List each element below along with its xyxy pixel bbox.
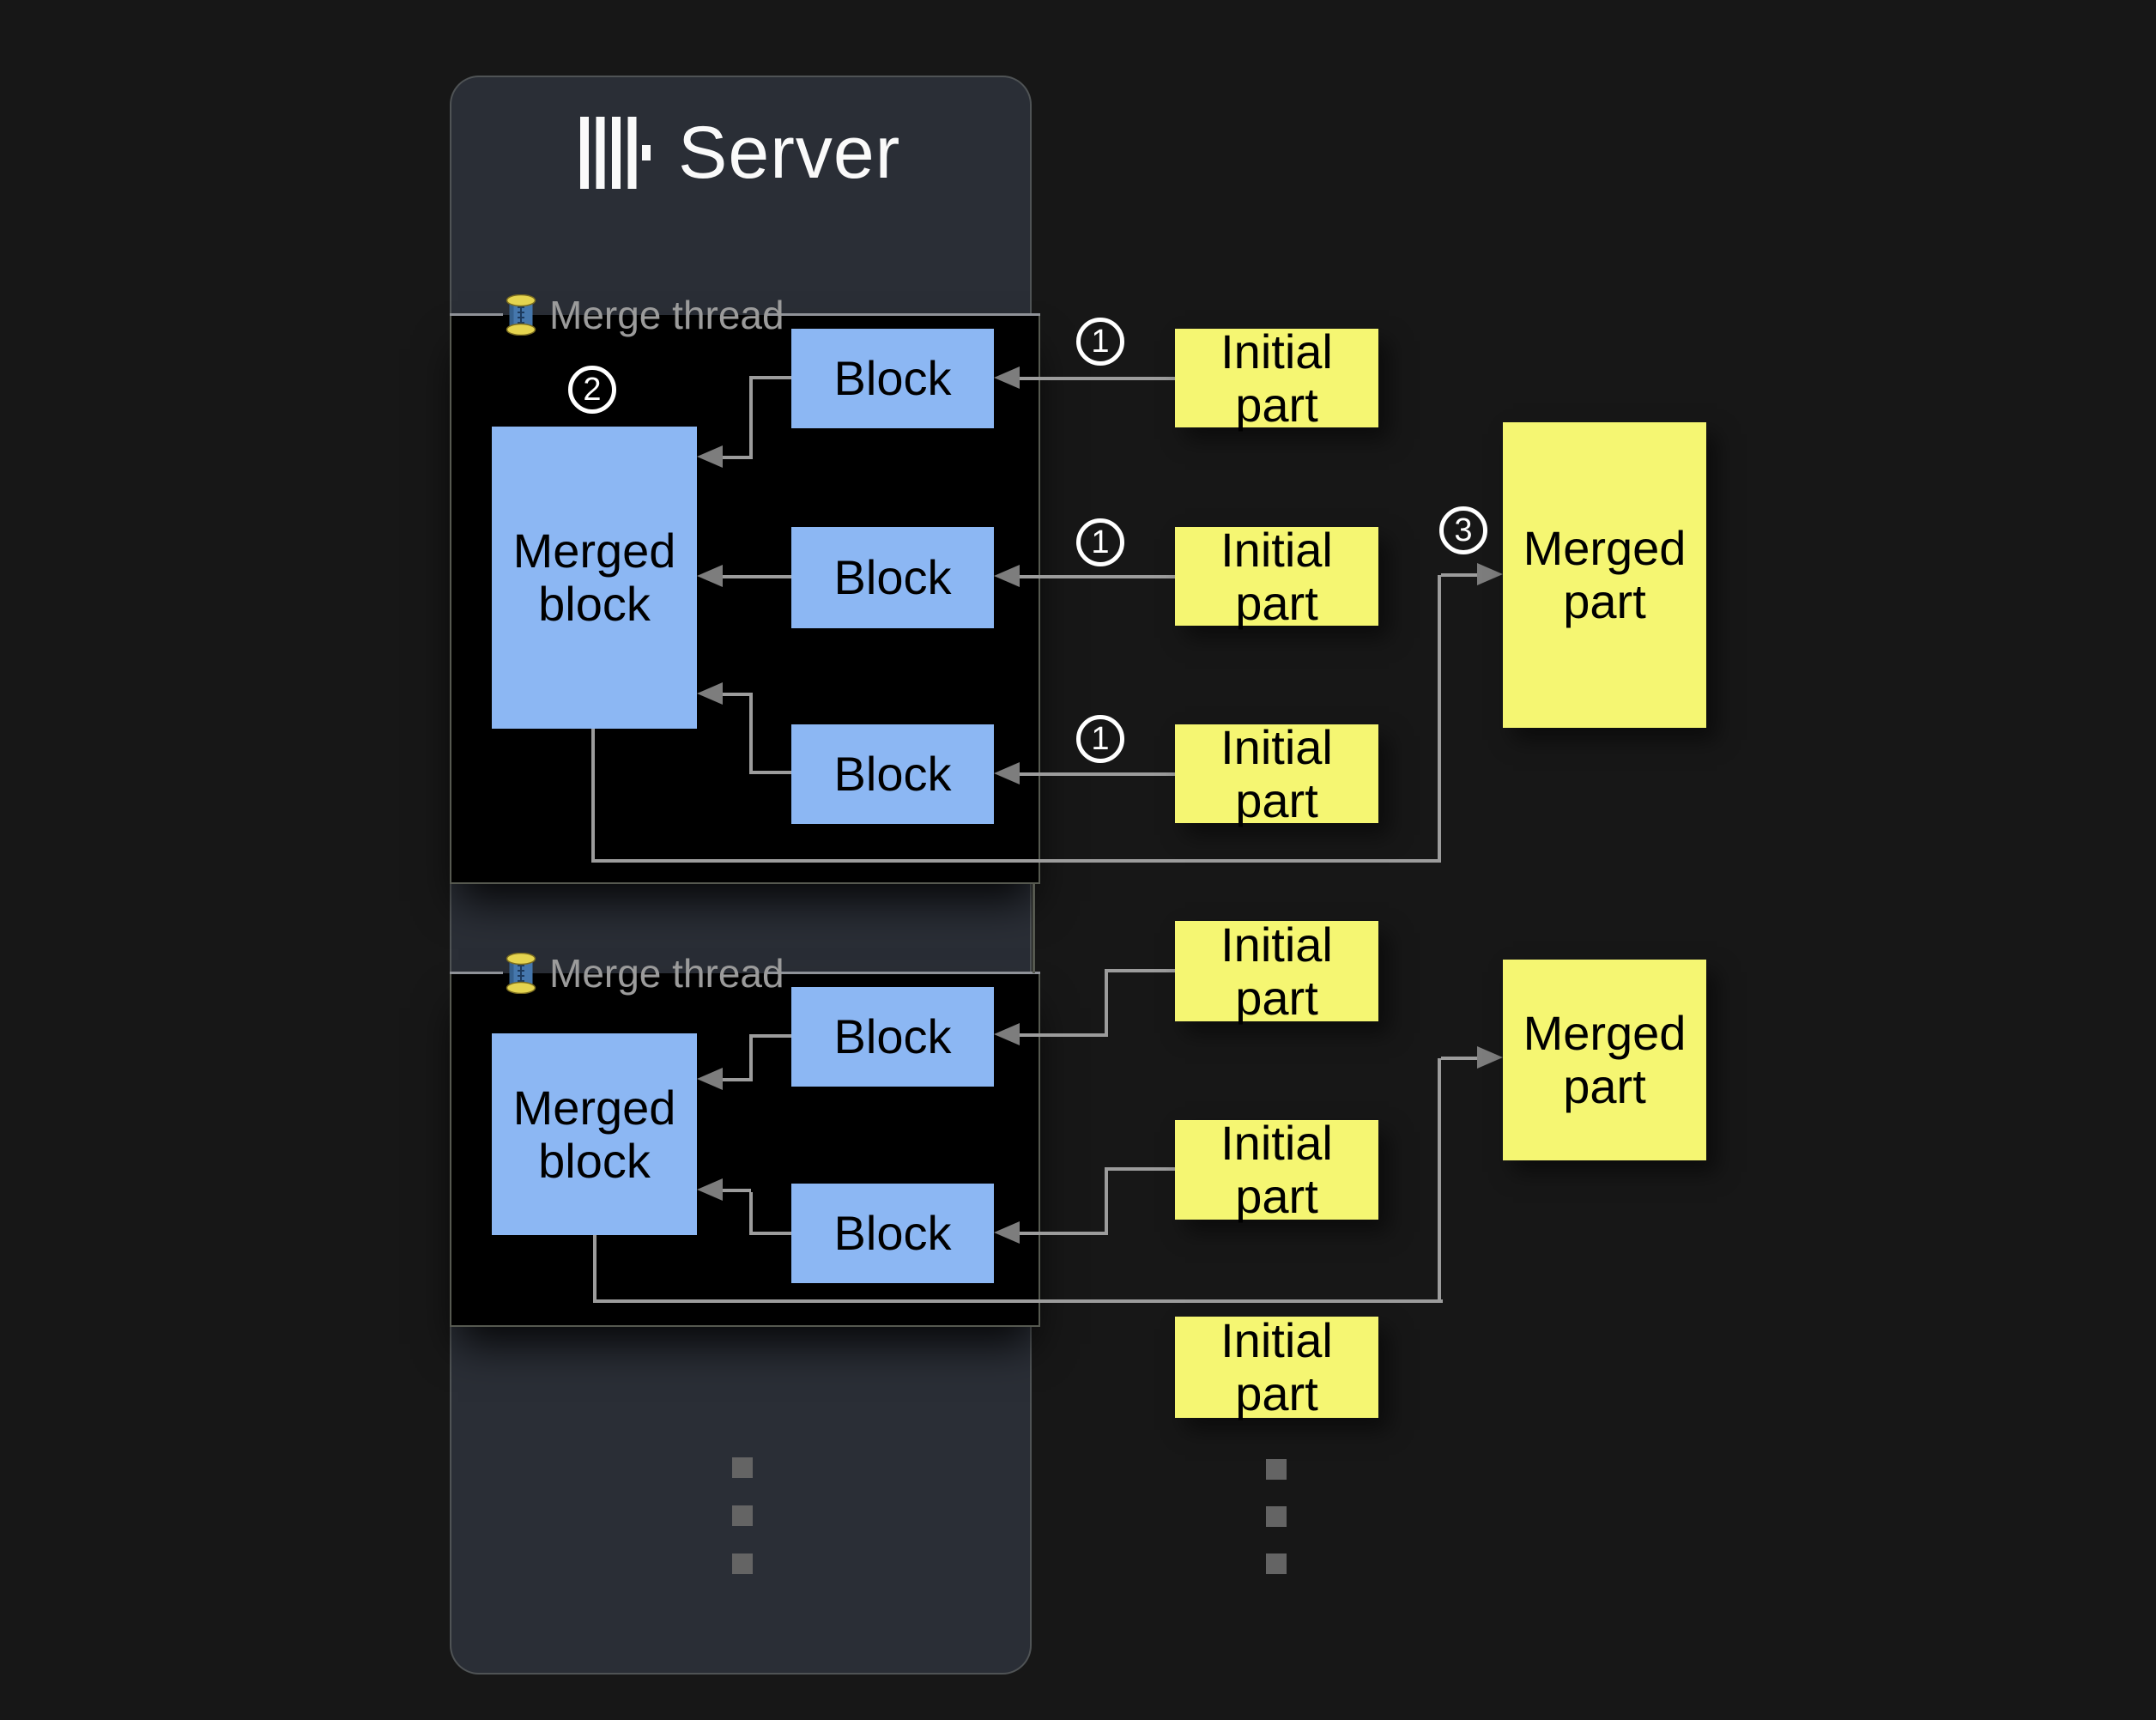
arrow-line [723,575,793,578]
arrow-line [1105,969,1108,1037]
panel2-border-segment [767,972,1040,974]
ellipsis-dot [732,1457,753,1478]
arrow-line [591,729,595,863]
arrow-line [749,771,793,774]
arrow-line [1106,1167,1175,1171]
arrow-line [1441,573,1479,577]
ellipsis-dot [1266,1553,1287,1574]
arrow-line [749,1034,753,1081]
merge-thread-label-text: Merge thread [549,293,784,337]
arrow-line [749,693,753,774]
merged-block-1: Merged block [492,427,697,729]
ellipsis-dot [1266,1459,1287,1480]
server-header: Server [580,110,924,196]
ellipsis-dot [1266,1506,1287,1527]
step-2-badge: 2 [568,366,616,414]
arrowhead-left [697,1068,723,1090]
arrow-line [1106,969,1175,972]
block-1-2: Block [791,527,994,628]
arrow-line [749,1192,753,1235]
arrow-line [1438,575,1441,863]
merge-thread-label-text: Merge thread [549,951,784,996]
step-1-badge: 1 [1076,715,1124,763]
arrowhead-left [994,762,1020,784]
step-1-badge: 1 [1076,518,1124,566]
initial-part-2-3: Initial part [1175,1314,1378,1420]
panel1-border-segment [450,313,503,316]
panel-border-stub [1033,884,1035,973]
arrow-line [593,1299,1443,1303]
clickhouse-logo-icon [580,117,651,189]
initial-part-2-2: Initial part [1175,1117,1378,1223]
arrow-line [593,1235,597,1303]
step-3-badge: 3 [1439,506,1487,554]
block-1-1: Block [791,329,994,428]
initial-part-1-3: Initial part [1175,720,1378,827]
arrow-line [749,376,793,379]
block-2-1: Block [791,987,994,1087]
merge-thread-label-1: Merge thread [505,294,784,336]
thread-spool-icon [506,953,536,994]
merged-part-2: Merged part [1503,960,1706,1160]
arrowhead-right [1477,1046,1503,1069]
arrowhead-left [697,565,723,587]
panel1-border-segment [767,313,1040,316]
arrow-line [1018,1232,1106,1235]
arrow-line [1018,772,1175,776]
arrowhead-left [994,565,1020,587]
arrow-line [1441,1057,1479,1060]
arrow-line [1438,1058,1441,1303]
arrow-line [1105,1167,1108,1235]
initial-part-1-1: Initial part [1175,324,1378,431]
arrowhead-left [994,366,1020,389]
arrow-line [749,376,753,459]
initial-part-1-2: Initial part [1175,523,1378,629]
arrowhead-left [994,1221,1020,1244]
arrow-line [723,1078,751,1081]
arrow-line [749,1232,793,1235]
panel2-border-segment [450,972,503,974]
arrow-line [1018,1033,1106,1037]
arrow-line [749,1034,793,1038]
ellipsis-dot [732,1553,753,1574]
arrow-line [1018,377,1175,380]
step-1-badge: 1 [1076,318,1124,366]
block-2-2: Block [791,1184,994,1283]
merged-part-1: Merged part [1503,422,1706,728]
arrowhead-left [697,682,723,705]
arrow-line [723,1189,751,1192]
server-title: Server [678,112,901,194]
arrowhead-left [697,445,723,468]
thread-spool-icon [506,294,536,336]
merged-block-2: Merged block [492,1033,697,1235]
arrow-line [723,456,751,459]
initial-part-2-1: Initial part [1175,918,1378,1024]
arrow-line [591,859,1441,863]
ellipsis-dot [732,1505,753,1526]
arrowhead-left [994,1023,1020,1045]
arrow-line [723,693,751,696]
block-1-3: Block [791,724,994,824]
merge-thread-label-2: Merge thread [505,952,784,995]
arrowhead-right [1477,563,1503,585]
arrowhead-left [697,1178,723,1201]
arrow-line [1018,575,1175,578]
